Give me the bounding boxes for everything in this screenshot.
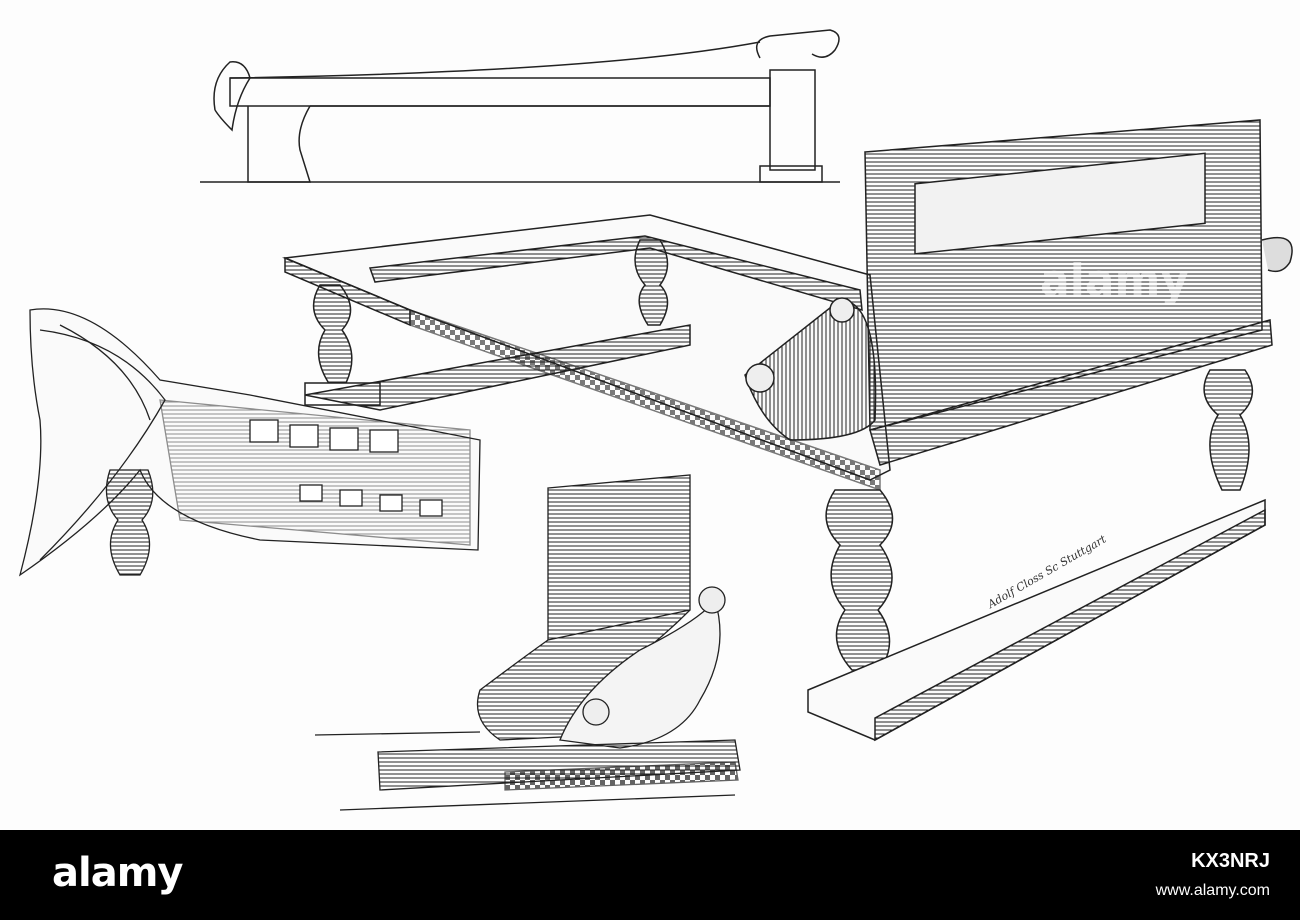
site-url-link[interactable]: www.alamy.com (1155, 882, 1270, 899)
bed-frame-perspective (282, 119, 1293, 742)
headboard-detail (314, 474, 741, 811)
brand-logo-text[interactable]: alamy (52, 850, 183, 896)
couch-elevation-sketch (200, 29, 840, 183)
leg-drapery-detail (18, 308, 481, 577)
engraving-illustration (18, 29, 1293, 811)
watermark-text: alamy (1040, 255, 1189, 306)
image-id-label: KX3NRJ (1191, 850, 1270, 872)
stock-footer-bar: alamy KX3NRJ www.alamy.com (0, 830, 1300, 920)
